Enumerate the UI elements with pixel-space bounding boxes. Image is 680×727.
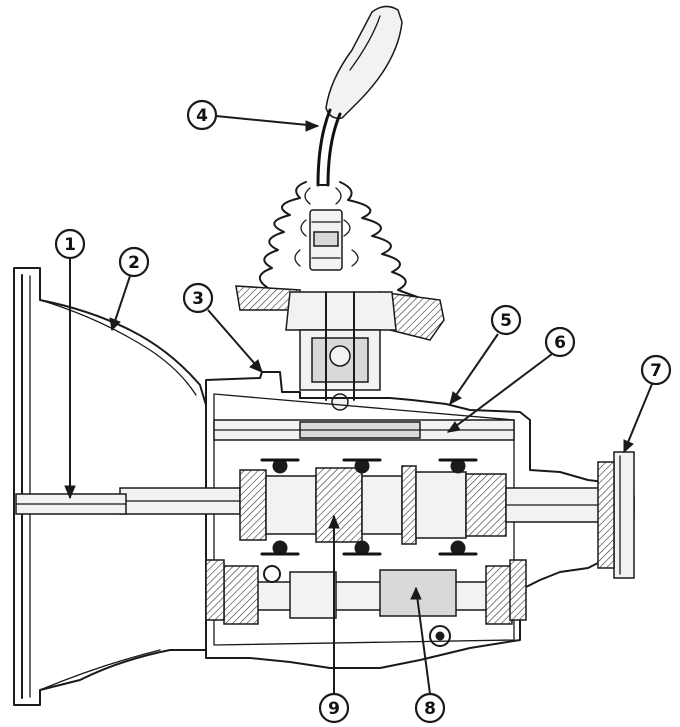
callout-5-label: 5 — [500, 311, 512, 331]
callout-6-label: 6 — [554, 333, 566, 353]
shifter-housing — [235, 285, 445, 411]
callout-7: 7 — [640, 354, 672, 386]
bell-housing — [13, 267, 207, 706]
callout-7-label: 7 — [650, 361, 662, 381]
shift-boot — [243, 181, 421, 299]
callout-2-label: 2 — [128, 253, 140, 273]
callout-9-label: 9 — [328, 699, 340, 719]
callout-9: 9 — [318, 692, 350, 724]
callout-2: 2 — [118, 246, 150, 278]
callout-6: 6 — [544, 326, 576, 358]
leader-lines — [64, 115, 653, 695]
callout-1-label: 1 — [64, 235, 76, 255]
callout-8-label: 8 — [424, 699, 436, 719]
callout-4-label: 4 — [196, 106, 208, 126]
callout-3: 3 — [182, 282, 214, 314]
output-shaft — [505, 451, 635, 579]
callout-5: 5 — [490, 304, 522, 336]
shift-lever — [316, 5, 403, 187]
callout-4: 4 — [186, 99, 218, 131]
callout-1: 1 — [54, 228, 86, 260]
callout-8: 8 — [414, 692, 446, 724]
callout-3-label: 3 — [192, 289, 204, 309]
transmission-case — [15, 371, 605, 669]
